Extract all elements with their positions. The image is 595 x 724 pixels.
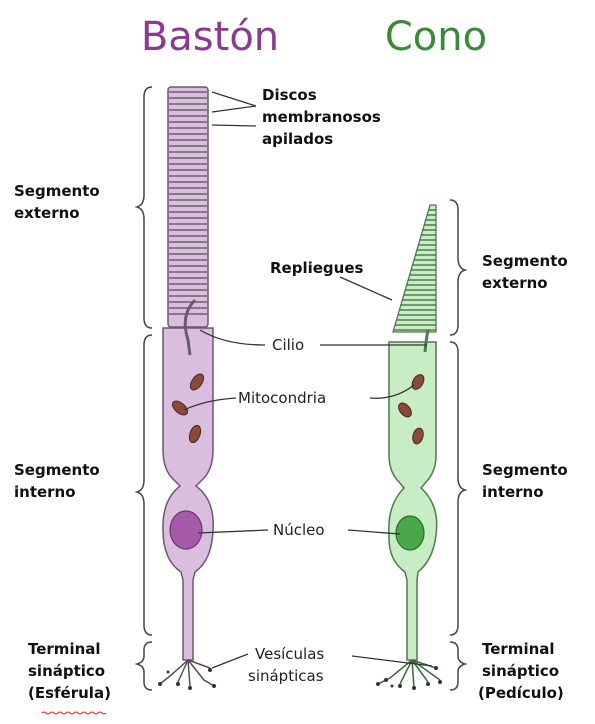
cone-inner-label: Segmento interno [482,461,573,501]
discos-label: Discos membranosos apilados [262,86,386,148]
rod-terminal-label: Terminal sináptico (Esférula) [28,640,111,702]
mitocondria-label: Mitocondria [238,389,326,407]
rod-title: Bastón [141,14,279,60]
cone-terminal-label: Terminal sináptico (Pedículo) [478,640,564,702]
repliegues-leader [340,277,392,300]
cone-outer-label: Segmento externo [482,252,573,292]
vesic-leader-cone [352,656,432,666]
rod-inner-label: Segmento interno [14,461,105,501]
discs-leader-2 [212,106,256,112]
nucleo-label: Núcleo [273,521,325,539]
cone-nucleus [396,516,424,550]
vesiculas-label: Vesículas sinápticas [248,645,329,685]
cilio-label: Cilio [272,336,304,354]
rod-inner-segment [163,328,213,660]
rod-cell [158,87,216,690]
rod-outer-label: Segmento externo [14,182,105,222]
cone-title: Cono [385,14,487,60]
vesic-leader-rod [212,654,248,668]
rod-inner-brace [137,335,152,635]
rod-outer-segment [168,87,208,327]
rod-outer-brace [137,87,152,328]
cone-inner-segment [389,342,437,660]
rod-terminal-brace [137,642,152,690]
discs-leader-3 [212,125,256,126]
discs-leader-1 [212,92,256,106]
cone-inner-brace [450,342,465,635]
cone-vesicles [376,666,442,690]
cone-terminal-brace [450,642,465,690]
repliegues-label: Repliegues [270,259,364,277]
cone-outer-segment [393,205,436,332]
cone-outer-brace [450,200,465,335]
spellcheck-squiggle [42,712,106,714]
cone-synaptic-terminal [378,660,440,688]
rod-nucleus [170,511,202,549]
cone-cell [376,205,442,690]
